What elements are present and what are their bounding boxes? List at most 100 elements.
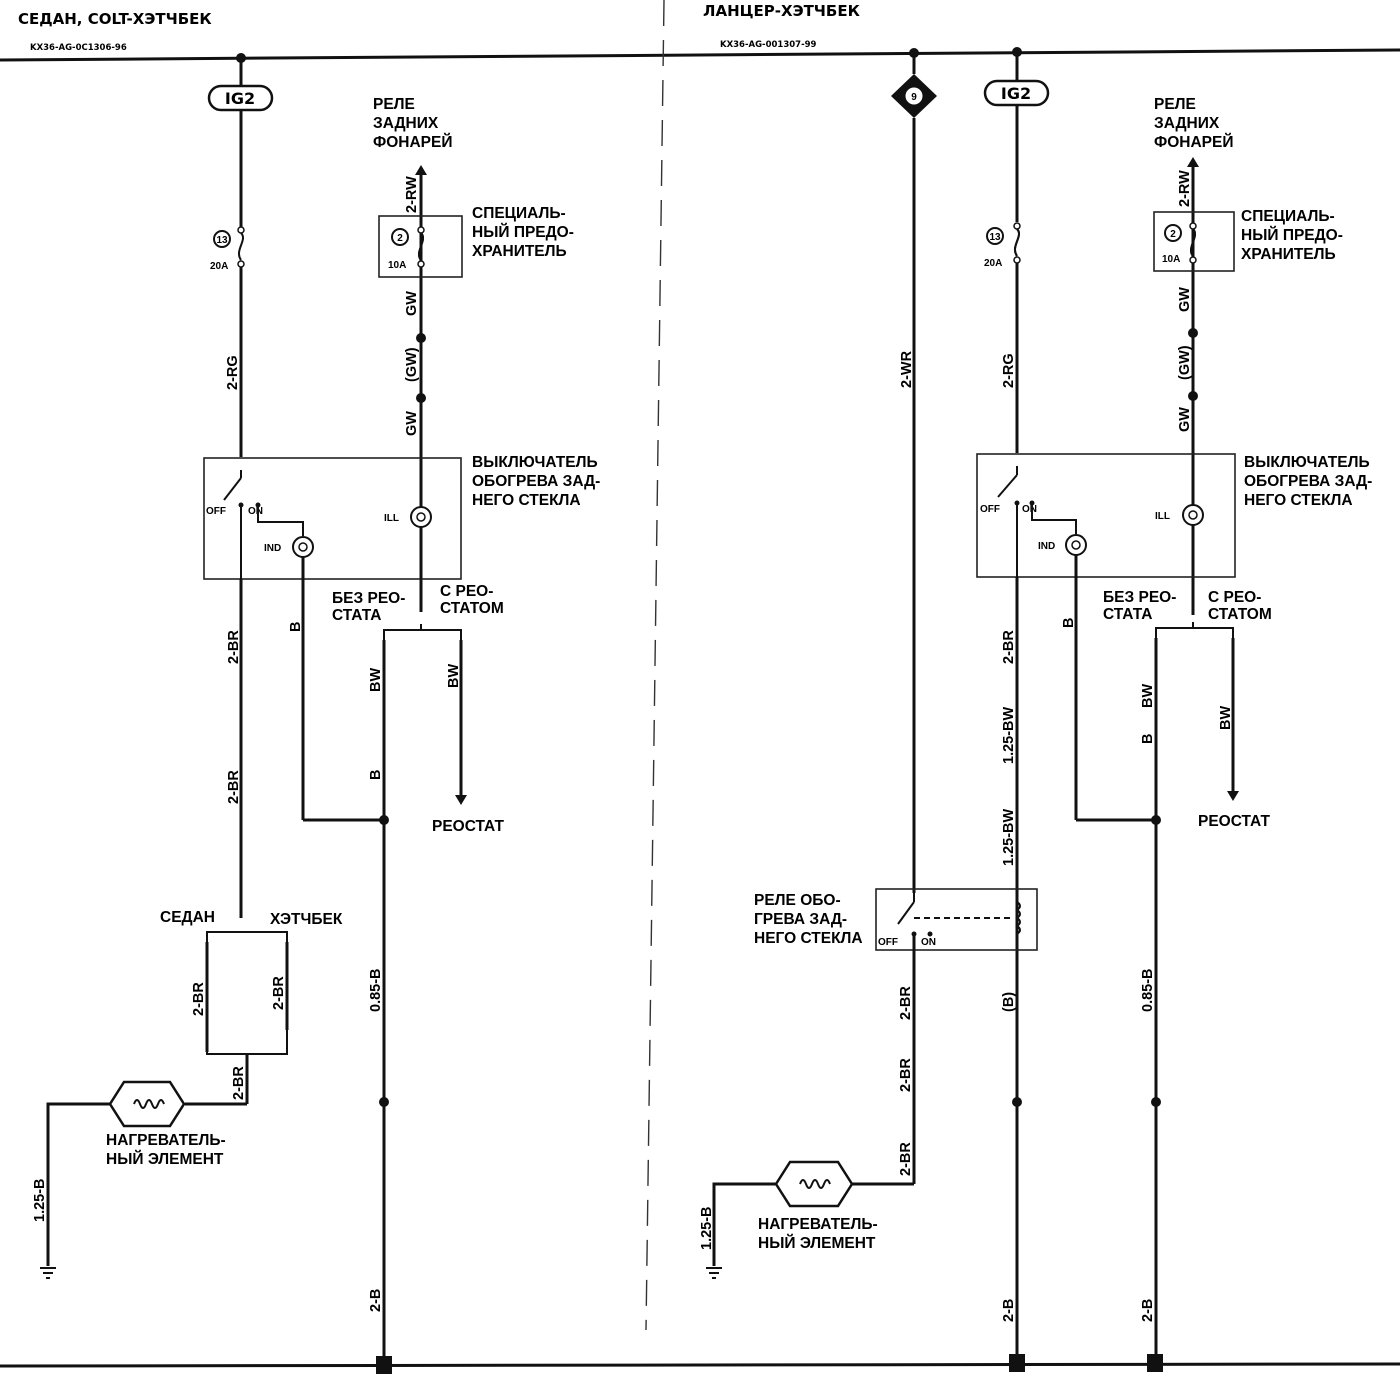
svg-text:2-RW: 2-RW bbox=[1177, 170, 1193, 207]
svg-text:ВЫКЛЮЧАТЕЛЬ: ВЫКЛЮЧАТЕЛЬ bbox=[472, 454, 598, 471]
svg-text:ON: ON bbox=[248, 506, 263, 517]
svg-text:IND: IND bbox=[1038, 541, 1055, 552]
left-special-fuse-number-icon bbox=[391, 228, 409, 246]
svg-text:13: 13 bbox=[216, 235, 228, 246]
svg-text:РЕОСТАТ: РЕОСТАТ bbox=[432, 818, 504, 835]
left-special-fuse-box bbox=[378, 215, 463, 278]
svg-text:IG2: IG2 bbox=[225, 89, 255, 108]
svg-text:OFF: OFF bbox=[878, 937, 898, 948]
svg-text:BW: BW bbox=[368, 668, 384, 692]
top-bus-line bbox=[0, 48, 1400, 62]
left-diagram: IG2 13 20A 2-RG РЕЛЕ ЗАДНИХ ФОНАРЕЙ 2-RW… bbox=[32, 53, 600, 1374]
right-heater-relay-box bbox=[875, 888, 1038, 951]
svg-text:2-B: 2-B bbox=[368, 1289, 384, 1312]
svg-text:ФОНАРЕЙ: ФОНАРЕЙ bbox=[373, 133, 453, 151]
bottom-ground-line bbox=[0, 1362, 1400, 1368]
svg-text:ОБОГРЕВА ЗАД-: ОБОГРЕВА ЗАД- bbox=[472, 473, 600, 490]
svg-text:2-BR: 2-BR bbox=[898, 1142, 914, 1176]
svg-text:1.25-B: 1.25-B bbox=[699, 1206, 715, 1250]
left-chassis-ground-icon bbox=[40, 1267, 56, 1279]
svg-text:B: B bbox=[368, 770, 384, 780]
svg-text:ILL: ILL bbox=[384, 513, 399, 524]
left-switch-box bbox=[203, 457, 462, 580]
svg-text:1.25-BW: 1.25-BW bbox=[1001, 706, 1017, 764]
svg-text:2-B: 2-B bbox=[1140, 1299, 1156, 1322]
svg-text:0.85-B: 0.85-B bbox=[368, 968, 384, 1012]
right-diagram: 9 2-WR IG2 13 20A 2-RG РЕЛЕ ЗАДНИХ ФОНАР… bbox=[699, 47, 1372, 1372]
svg-text:НЫЙ ЭЛЕМЕНТ: НЫЙ ЭЛЕМЕНТ bbox=[758, 1234, 876, 1252]
svg-text:СТАТОМ: СТАТОМ bbox=[440, 600, 504, 617]
svg-text:НЕГО СТЕКЛА: НЕГО СТЕКЛА bbox=[472, 492, 581, 509]
svg-text:ЗАДНИХ: ЗАДНИХ bbox=[1154, 115, 1220, 132]
svg-text:0.85-B: 0.85-B bbox=[1140, 968, 1156, 1012]
svg-text:10A: 10A bbox=[388, 260, 406, 271]
svg-text:2: 2 bbox=[397, 233, 403, 244]
left-switch-blade-icon bbox=[223, 477, 242, 501]
svg-text:С РЕО-: С РЕО- bbox=[440, 583, 493, 600]
svg-text:ГРЕВА ЗАД-: ГРЕВА ЗАД- bbox=[754, 911, 847, 928]
svg-text:2-RW: 2-RW bbox=[404, 176, 420, 213]
svg-text:(GW): (GW) bbox=[1177, 345, 1193, 380]
svg-text:OFF: OFF bbox=[980, 504, 1000, 515]
svg-text:2-B: 2-B bbox=[1001, 1299, 1017, 1322]
svg-text:B: B bbox=[1061, 618, 1077, 628]
right-title: ЛАНЦЕР-ХЭТЧБЕК bbox=[703, 2, 861, 20]
right-switch-blade-icon bbox=[997, 474, 1018, 498]
svg-text:13: 13 bbox=[989, 232, 1001, 243]
right-relay-coil-icon bbox=[1015, 901, 1021, 935]
svg-text:ЗАДНИХ: ЗАДНИХ bbox=[373, 115, 439, 132]
svg-text:BW: BW bbox=[446, 664, 462, 688]
svg-text:БЕЗ РЕО-: БЕЗ РЕО- bbox=[1103, 589, 1176, 606]
svg-text:1.25-BW: 1.25-BW bbox=[1001, 808, 1017, 866]
svg-text:2-BR: 2-BR bbox=[191, 982, 207, 1016]
page-divider bbox=[645, 0, 665, 1331]
svg-text:НЫЙ ПРЕДО-: НЫЙ ПРЕДО- bbox=[1241, 226, 1343, 244]
right-code: KX36-AG-001307-99 bbox=[720, 40, 817, 50]
right-heater-element-icon bbox=[774, 1160, 854, 1208]
svg-text:9: 9 bbox=[911, 92, 917, 103]
svg-text:НАГРЕВАТЕЛЬ-: НАГРЕВАТЕЛЬ- bbox=[758, 1216, 878, 1233]
right-ground-terminal-icon-2 bbox=[1147, 1354, 1163, 1372]
svg-text:ОБОГРЕВА ЗАД-: ОБОГРЕВА ЗАД- bbox=[1244, 473, 1372, 490]
svg-text:(GW): (GW) bbox=[404, 347, 420, 382]
svg-text:2: 2 bbox=[1170, 229, 1176, 240]
svg-text:РЕЛЕ: РЕЛЕ bbox=[373, 96, 415, 113]
svg-text:2-BR: 2-BR bbox=[231, 1066, 247, 1100]
svg-text:1.25-B: 1.25-B bbox=[32, 1178, 48, 1222]
svg-text:GW: GW bbox=[1177, 407, 1193, 432]
svg-text:ON: ON bbox=[921, 937, 936, 948]
right-fuse-number-icon bbox=[986, 227, 1004, 245]
svg-text:IG2: IG2 bbox=[1001, 84, 1031, 103]
svg-text:СТАТОМ: СТАТОМ bbox=[1208, 606, 1272, 623]
svg-text:РЕЛЕ ОБО-: РЕЛЕ ОБО- bbox=[754, 892, 841, 909]
svg-text:РЕОСТАТ: РЕОСТАТ bbox=[1198, 813, 1270, 830]
svg-text:ХРАНИТЕЛЬ: ХРАНИТЕЛЬ bbox=[472, 243, 567, 260]
svg-text:СТАТА: СТАТА bbox=[1103, 606, 1152, 623]
left-fuse-icon bbox=[237, 226, 245, 234]
svg-text:ХЭТЧБЕК: ХЭТЧБЕК bbox=[270, 911, 343, 928]
svg-text:СЕДАН: СЕДАН bbox=[160, 909, 215, 926]
svg-text:НЕГО СТЕКЛА: НЕГО СТЕКЛА bbox=[1244, 492, 1353, 509]
svg-text:РЕЛЕ: РЕЛЕ bbox=[1154, 96, 1196, 113]
svg-text:2-RG: 2-RG bbox=[225, 355, 241, 390]
left-ground-terminal-icon bbox=[376, 1356, 392, 1374]
svg-text:ХРАНИТЕЛЬ: ХРАНИТЕЛЬ bbox=[1241, 246, 1336, 263]
svg-text:GW: GW bbox=[404, 291, 420, 316]
svg-text:СПЕЦИАЛЬ-: СПЕЦИАЛЬ- bbox=[472, 205, 566, 222]
svg-text:2-BR: 2-BR bbox=[898, 986, 914, 1020]
svg-text:B: B bbox=[288, 622, 304, 632]
right-ground-terminal-icon bbox=[1009, 1354, 1025, 1372]
right-relay-blade-icon bbox=[897, 901, 915, 925]
svg-text:IND: IND bbox=[264, 543, 281, 554]
svg-text:БЕЗ РЕО-: БЕЗ РЕО- bbox=[332, 590, 405, 607]
svg-text:НЫЙ ЭЛЕМЕНТ: НЫЙ ЭЛЕМЕНТ bbox=[106, 1150, 224, 1168]
svg-text:ILL: ILL bbox=[1155, 511, 1170, 522]
right-ill-lamp-icon bbox=[1182, 504, 1204, 526]
right-chassis-ground-icon bbox=[706, 1267, 722, 1279]
svg-text:НЕГО СТЕКЛА: НЕГО СТЕКЛА bbox=[754, 930, 863, 947]
svg-text:ВЫКЛЮЧАТЕЛЬ: ВЫКЛЮЧАТЕЛЬ bbox=[1244, 454, 1370, 471]
svg-text:2-WR: 2-WR bbox=[899, 350, 915, 388]
svg-text:B: B bbox=[1140, 734, 1156, 744]
svg-text:GW: GW bbox=[404, 411, 420, 436]
svg-text:20A: 20A bbox=[984, 258, 1002, 269]
